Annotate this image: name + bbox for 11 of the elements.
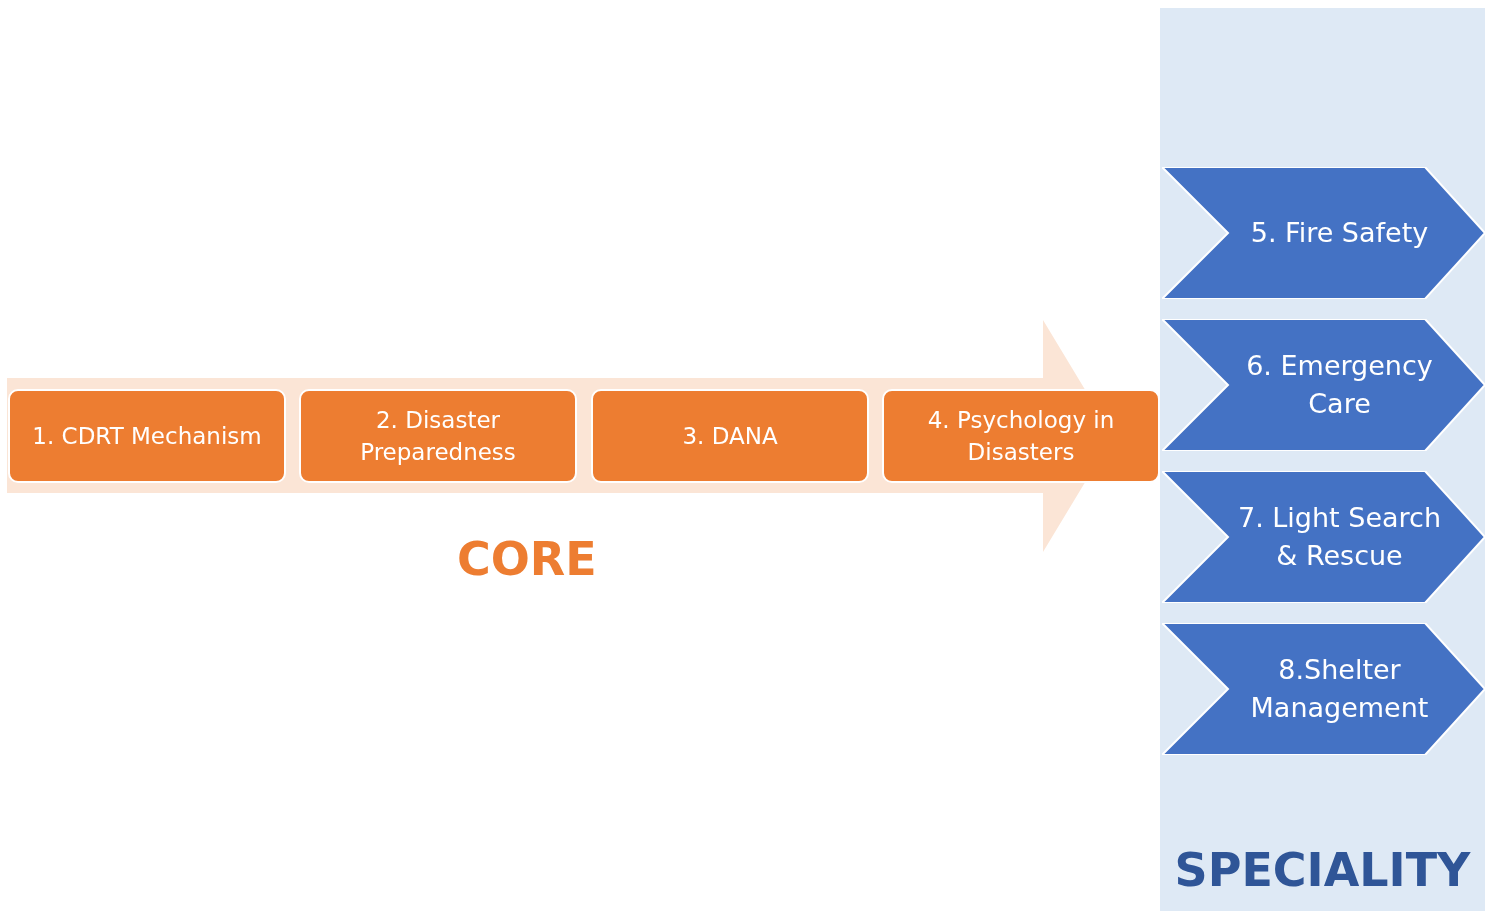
chevron-label: 8.Shelter Management (1249, 653, 1430, 725)
chevron-label: 6. Emergency Care (1245, 349, 1434, 421)
panel-title: SPECIALITY (1173, 843, 1472, 897)
chevron-label: 5. Fire Safety (1250, 216, 1429, 250)
process-box: 2. Disaster Preparedness (299, 389, 577, 483)
chevron-label: 7. Light Search & Rescue (1236, 501, 1443, 573)
speciality-panel (1160, 8, 1485, 911)
process-box: 3. DANA (591, 389, 869, 483)
section-label: CORE (457, 532, 597, 586)
process-box: 1. CDRT Mechanism (8, 389, 286, 483)
process-box: 4. Psychology in Disasters (882, 389, 1160, 483)
